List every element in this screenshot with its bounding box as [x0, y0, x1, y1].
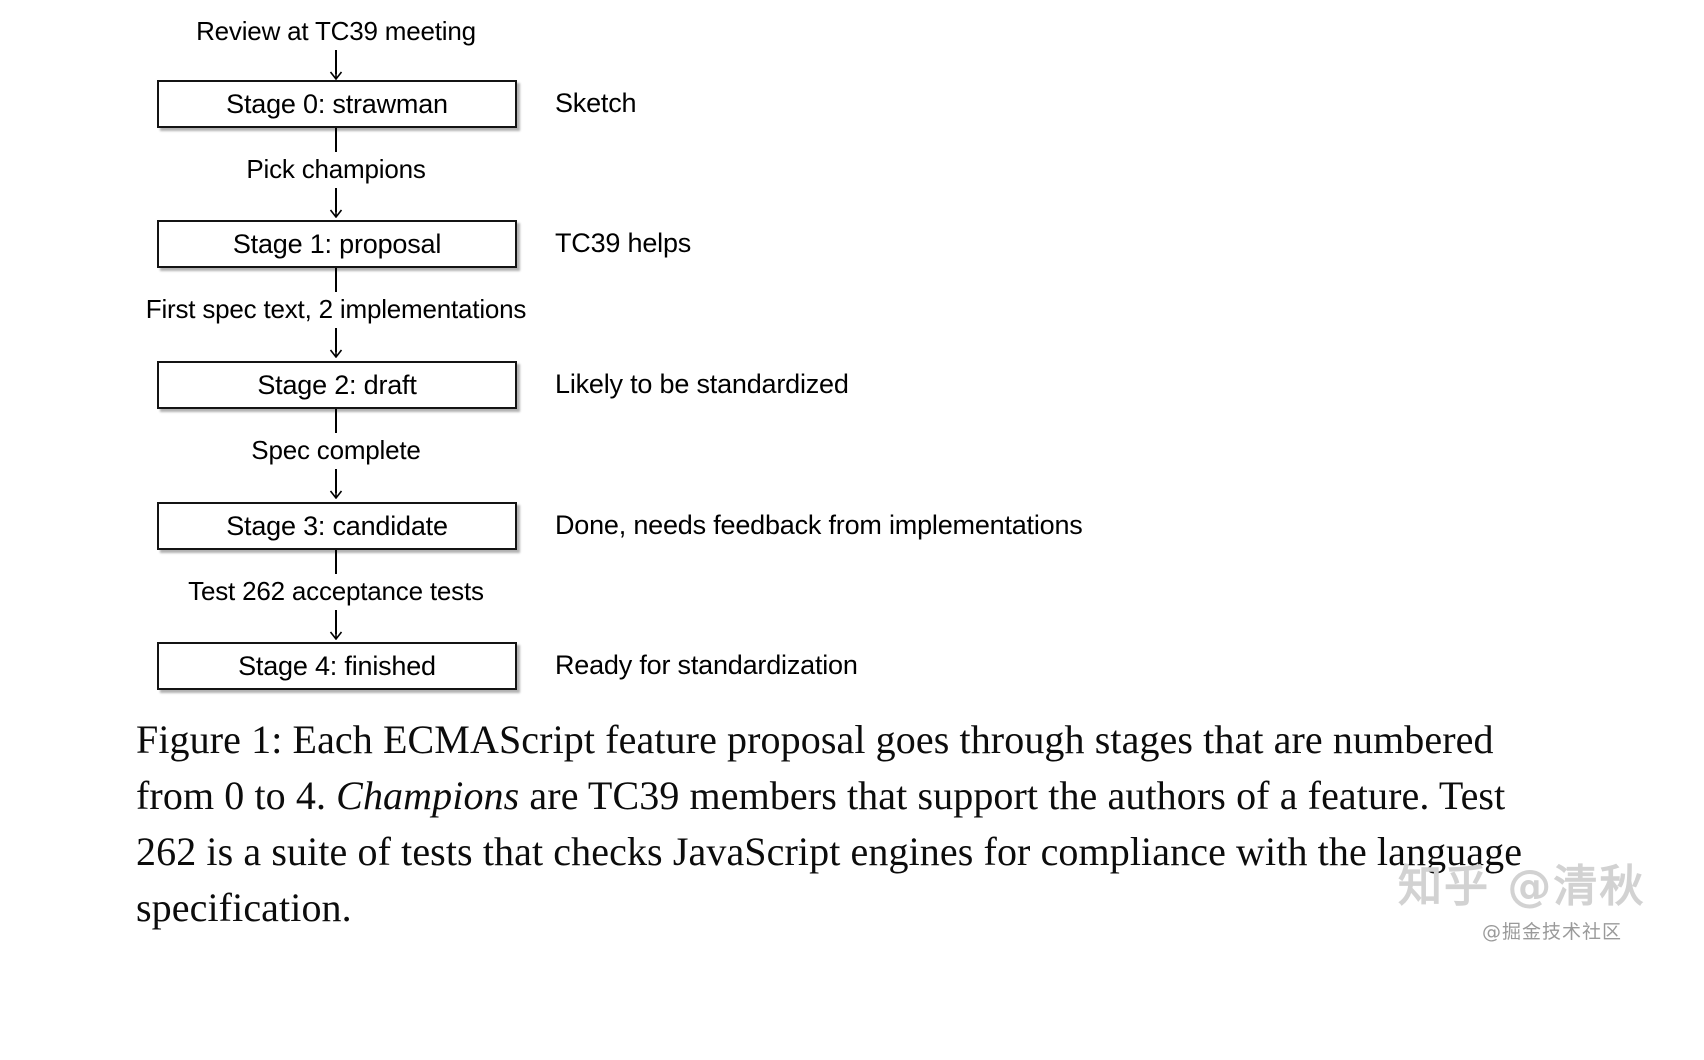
edge-label-review-at-tc39: Review at TC39 meeting — [196, 16, 476, 46]
edge-line — [335, 409, 337, 433]
flowchart: Review at TC39 meeting Stage 0: strawman… — [145, 16, 1083, 690]
caption-suffix: are TC39 members that support the author… — [136, 773, 1523, 930]
figure-caption: Figure 1: Each ECMAScript feature propos… — [136, 712, 1546, 936]
arrowhead-icon — [327, 66, 345, 80]
watermark-zhihu: 知乎 @清秋 — [1398, 861, 1646, 912]
arrowhead-icon — [327, 344, 345, 358]
edge-label-first-spec-text: First spec text, 2 implementations — [145, 294, 527, 324]
edge-line — [335, 268, 337, 292]
node-label-stage-2: Stage 2: draft — [257, 370, 417, 400]
node-box-stage-2[interactable]: Stage 2: draft — [157, 361, 517, 409]
edge-line — [335, 188, 337, 212]
edge-label-pick-champions: Pick champions — [246, 154, 426, 184]
edge-label-spec-complete: Spec complete — [251, 435, 421, 465]
caption-prefix: Figure 1: Each ECMAScript feature propos… — [136, 717, 1494, 818]
side-note-stage-0: Sketch — [555, 88, 637, 118]
node-box-stage-3[interactable]: Stage 3: candidate — [157, 502, 517, 550]
edge-line — [335, 128, 337, 152]
node-box-stage-0[interactable]: Stage 0: strawman — [157, 80, 517, 128]
node-box-stage-4[interactable]: Stage 4: finished — [157, 642, 517, 690]
edge-line — [335, 328, 337, 352]
node-label-stage-0: Stage 0: strawman — [226, 89, 448, 119]
side-note-stage-4: Ready for standardization — [555, 650, 858, 680]
side-note-stage-2: Likely to be standardized — [555, 369, 849, 399]
node-label-stage-4: Stage 4: finished — [238, 651, 436, 681]
arrowhead-icon — [327, 204, 345, 218]
side-note-stage-3: Done, needs feedback from implementation… — [555, 510, 1083, 540]
node-box-stage-1[interactable]: Stage 1: proposal — [157, 220, 517, 268]
edge-line — [335, 50, 337, 74]
arrowhead-icon — [327, 626, 345, 640]
edge-line — [335, 469, 337, 493]
caption-italic-term: Champions — [336, 773, 520, 818]
edge-line — [335, 550, 337, 574]
node-label-stage-3: Stage 3: candidate — [226, 511, 448, 541]
edge-line — [335, 610, 337, 634]
node-label-stage-1: Stage 1: proposal — [232, 229, 442, 259]
watermark-juejin: @掘金技术社区 — [1482, 921, 1623, 943]
arrowhead-icon — [327, 485, 345, 499]
side-note-stage-1: TC39 helps — [555, 228, 692, 258]
edge-label-test262: Test 262 acceptance tests — [188, 576, 484, 606]
